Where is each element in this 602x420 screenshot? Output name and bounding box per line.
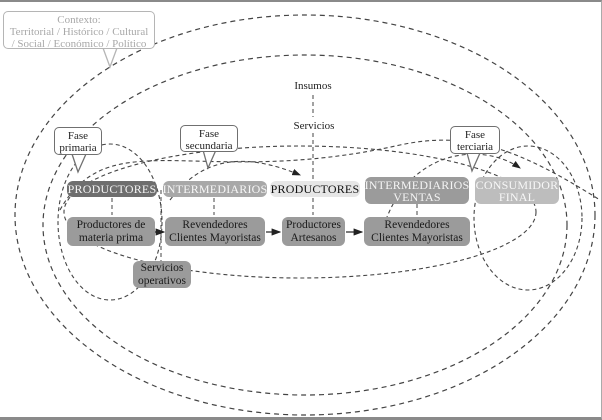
category-label: INTERMEDIARIOS	[162, 181, 268, 196]
phase-bubble-secondary: Fase secundaria	[180, 125, 238, 152]
phase-secondary-line-2: secundaria	[185, 140, 233, 152]
actor-revendedores-2: Revendedores Clientes Mayoristas	[364, 217, 470, 246]
actor-label-line-2: Clientes Mayoristas	[169, 231, 261, 244]
phase-primary-line-2: primaria	[59, 142, 97, 154]
actor-label-line-2: Clientes Mayoristas	[371, 231, 463, 244]
servicios-operativos: Servicios operativos	[133, 261, 191, 288]
support-label-line-2: operativos	[138, 274, 186, 287]
arc-to-consumer	[379, 153, 521, 241]
category-label-line-1: INTERMEDIARIOS	[364, 177, 470, 192]
primary-bubble-tail	[71, 153, 87, 174]
actor-label-line-1: Productores	[286, 218, 341, 231]
actor-label-line-2: materia prima	[78, 231, 144, 244]
actor-label-line-1: Revendedores	[384, 218, 450, 231]
support-label-line-1: Servicios	[140, 261, 184, 274]
category-label-line-2: FINAL	[498, 189, 536, 204]
production-arc	[59, 139, 601, 211]
context-line-2: / Social / Económico / Político	[11, 38, 147, 50]
context-bubble: Contexto: Territorial / Histórico / Cult…	[3, 11, 155, 50]
tertiary-phase-circle	[473, 145, 583, 291]
phase-secondary-line-1: Fase	[198, 128, 220, 140]
category-intermediarios-ventas: INTERMEDIARIOS VENTAS	[365, 177, 469, 204]
category-label: PRODUCTORES	[67, 181, 157, 196]
actor-revendedores-1: Revendedores Clientes Mayoristas	[165, 217, 265, 246]
category-label-line-1: CONSUMIDOR	[475, 177, 559, 192]
context-title: Contexto:	[57, 14, 101, 26]
tertiary-bubble-tail	[466, 152, 481, 173]
category-productores-2: PRODUCTORES	[270, 181, 360, 197]
category-label-line-2: VENTAS	[393, 189, 441, 204]
insumos-label: Insumos	[294, 80, 332, 92]
secondary-phase-ellipse	[63, 145, 537, 279]
primary-phase-circle	[57, 143, 163, 301]
category-productores-1: PRODUCTORES	[67, 181, 157, 197]
phase-primary-line-1: Fase	[67, 130, 89, 142]
context-ellipse-outer	[14, 14, 596, 416]
context-line-1: Territorial / Histórico / Cultural	[9, 26, 149, 38]
context-ellipse-inner	[42, 54, 568, 396]
servicios-label: Servicios	[293, 120, 335, 132]
phase-bubble-primary: Fase primaria	[54, 127, 102, 155]
actor-productores-artesanos: Productores Artesanos	[282, 217, 345, 246]
context-bubble-tail	[102, 47, 118, 69]
actor-label-line-1: Revendedores	[182, 218, 248, 231]
phase-bubble-tertiary: Fase terciaria	[450, 126, 500, 154]
category-intermediarios: INTERMEDIARIOS	[163, 181, 267, 197]
phase-tertiary-line-1: Fase	[464, 129, 486, 141]
actor-productores-materia-prima: Productores de materia prima	[67, 217, 155, 246]
phase-tertiary-line-2: terciaria	[456, 141, 494, 153]
actor-label-line-1: Productores de	[76, 218, 146, 231]
category-consumidor-final: CONSUMIDOR FINAL	[475, 177, 559, 204]
category-label: PRODUCTORES	[270, 181, 360, 196]
secondary-bubble-tail	[202, 149, 217, 170]
actor-label-line-2: Artesanos	[290, 231, 337, 244]
